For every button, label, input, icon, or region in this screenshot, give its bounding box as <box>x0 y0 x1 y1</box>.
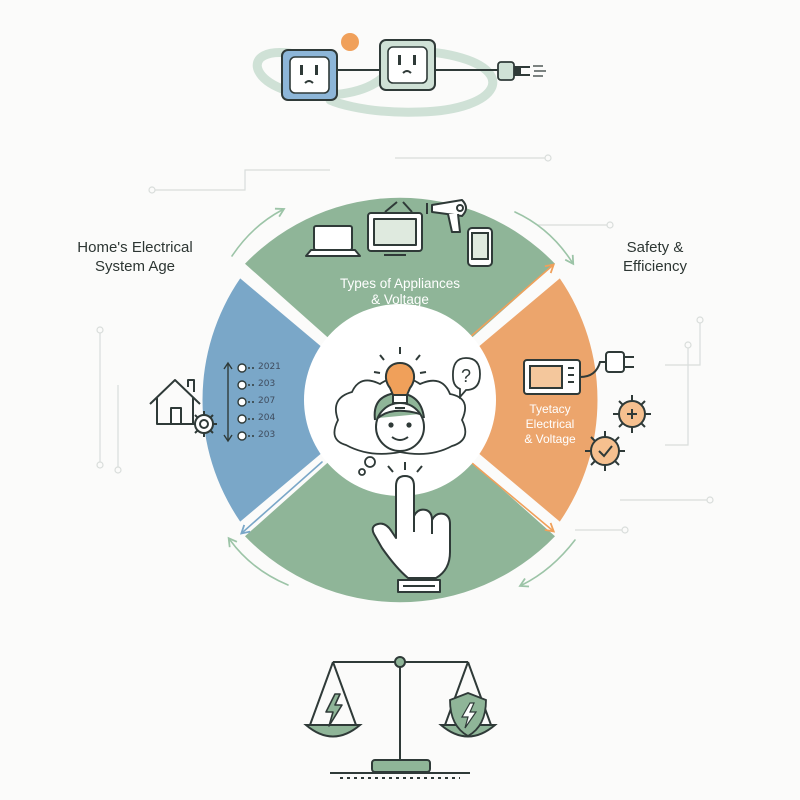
safety-label-line2: Efficiency <box>623 258 687 275</box>
appliances-label: Types of Appliances & Voltage <box>320 276 480 308</box>
home-age-label-line2: System Age <box>94 258 176 275</box>
laptop-icon <box>305 225 361 257</box>
timeline-year: 204 <box>258 413 276 423</box>
phone-icon <box>467 227 493 267</box>
lightbulb-icon <box>373 347 427 409</box>
house-icon <box>149 379 201 425</box>
home-age-label-line1: Home's Electrical <box>77 239 193 256</box>
question-icon: ? <box>452 357 481 400</box>
timeline <box>223 361 256 443</box>
safety-label: Safety & Efficiency <box>600 238 710 276</box>
microwave-icon <box>523 359 581 395</box>
circuit-lines <box>96 154 714 534</box>
orange-label-line1: Tyetacy <box>529 402 571 416</box>
appliances-label-line1: Types of Appliances <box>339 276 461 291</box>
segment-safety[interactable] <box>479 278 598 522</box>
hair-dryer-icon <box>426 199 467 233</box>
orange-label-line2: Electrical <box>525 417 575 431</box>
shield-icon <box>449 692 487 738</box>
flow-arrows <box>227 207 576 588</box>
svg-text:?: ? <box>461 366 471 386</box>
timeline-year: 203 <box>258 430 276 440</box>
timeline-year: 2021 <box>258 362 281 372</box>
lightning-icon <box>325 693 343 727</box>
appliances-label-line2: & Voltage <box>371 292 429 307</box>
tv-icon <box>367 201 423 256</box>
orange-label-line3: & Voltage <box>524 432 576 446</box>
plug-icon <box>579 351 634 378</box>
home-age-label: Home's Electrical System Age <box>55 238 215 276</box>
outlet-icon <box>379 39 436 91</box>
gear-check-icon <box>585 431 625 471</box>
gear-icon <box>191 411 217 437</box>
timeline-year: 203 <box>258 379 276 389</box>
outlet-icon <box>281 49 338 101</box>
safety-label-line1: Safety & <box>626 239 684 256</box>
segment-home-age[interactable] <box>202 278 321 522</box>
orange-dot <box>341 33 359 51</box>
plug-icon <box>497 61 546 81</box>
orange-segment-label: Tyetacy Electrical & Voltage <box>500 402 600 447</box>
gear-icon <box>613 395 651 433</box>
hand-pointer-icon[interactable] <box>371 462 451 593</box>
outlet-plug-illustration <box>252 33 546 117</box>
timeline-year: 207 <box>258 396 276 406</box>
